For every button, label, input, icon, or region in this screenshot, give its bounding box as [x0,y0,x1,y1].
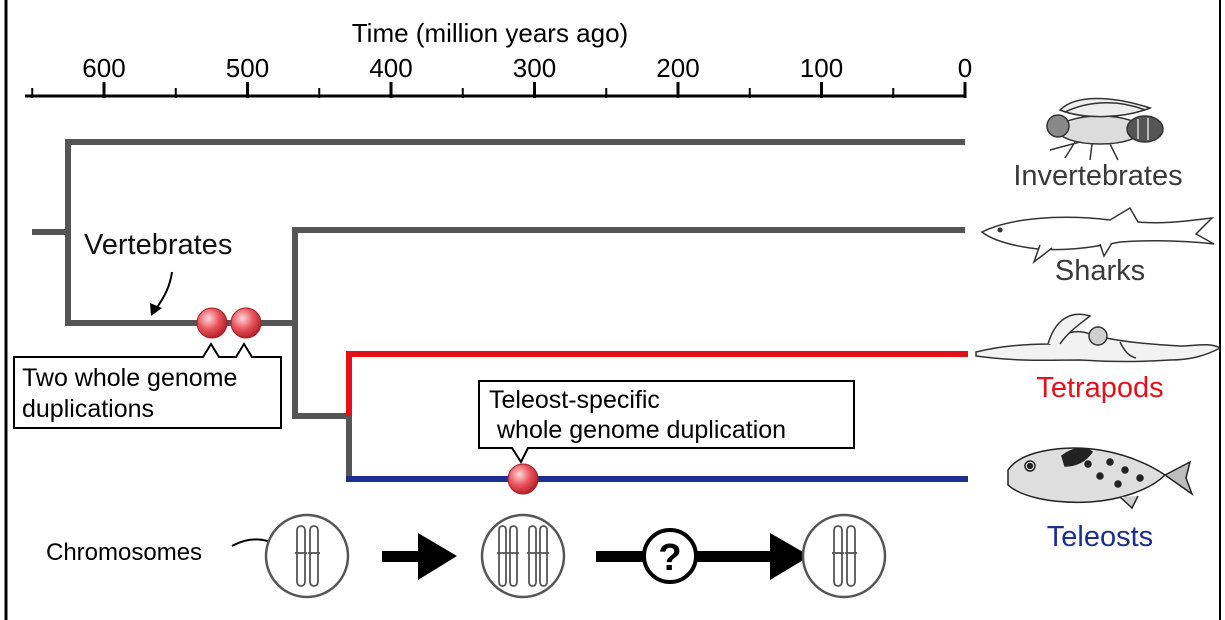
chromosome-cell-before [264,513,350,599]
arrow-to-rediploidized: ? [596,528,810,584]
wgd-event-dot-1 [196,307,228,339]
tick-label-600: 600 [82,53,125,83]
label-invertebrates: Invertebrates [1013,160,1182,192]
tick-label-500: 500 [226,53,269,83]
minor-ticks [31,88,895,98]
axis-title: Time (million years ago) [352,18,628,48]
tick-label-400: 400 [369,53,412,83]
chromosome-pair-1 [295,525,320,587]
two-wgd-line2: duplications [22,395,154,423]
label-vertebrates: Vertebrates [84,229,232,261]
tick-label-0: 0 [958,53,972,83]
major-ticks: 600 500 400 300 200 100 0 [82,53,972,98]
chromosome-cell-after [801,513,887,599]
vertebrates-arrow [155,271,173,310]
arrow-to-duplicated [382,533,457,580]
chromosome-row: Chromosomes [46,513,887,599]
two-wgd-callout: Two whole genome duplications [13,342,282,429]
teleost-wgd-callout: Teleost-specific whole genome duplicatio… [478,380,855,465]
chromosomes-label: Chromosomes [46,539,202,566]
question-mark: ? [658,537,681,579]
two-wgd-line1: Two whole genome [22,364,237,392]
chromosome-cell-duplicated [480,513,566,599]
tick-label-300: 300 [513,53,556,83]
teleost-wgd-event-dot [507,463,539,495]
label-sharks: Sharks [1055,255,1145,287]
teleost-wgd-line2: whole genome duplication [496,416,786,444]
shark-icon [980,206,1215,265]
label-teleosts: Teleosts [1047,521,1153,553]
chromosome-pair-after [832,525,857,587]
pufferfish-icon [1007,447,1194,510]
tick-label-200: 200 [656,53,699,83]
question-icon [642,528,698,584]
fly-icon [1046,97,1164,161]
label-tetrapods: Tetrapods [1036,372,1163,404]
vertebrates-arrowhead [150,303,162,316]
phylogenetic-tree [32,139,968,482]
time-axis: Time (million years ago) 600 500 400 300 200… [25,18,972,98]
swimmer-icon [975,313,1222,363]
wgd-event-dot-2 [230,307,262,339]
teleost-wgd-line1: Teleost-specific [489,386,660,414]
chromosome-set-duplicated [497,525,549,587]
tick-label-100: 100 [800,53,843,83]
